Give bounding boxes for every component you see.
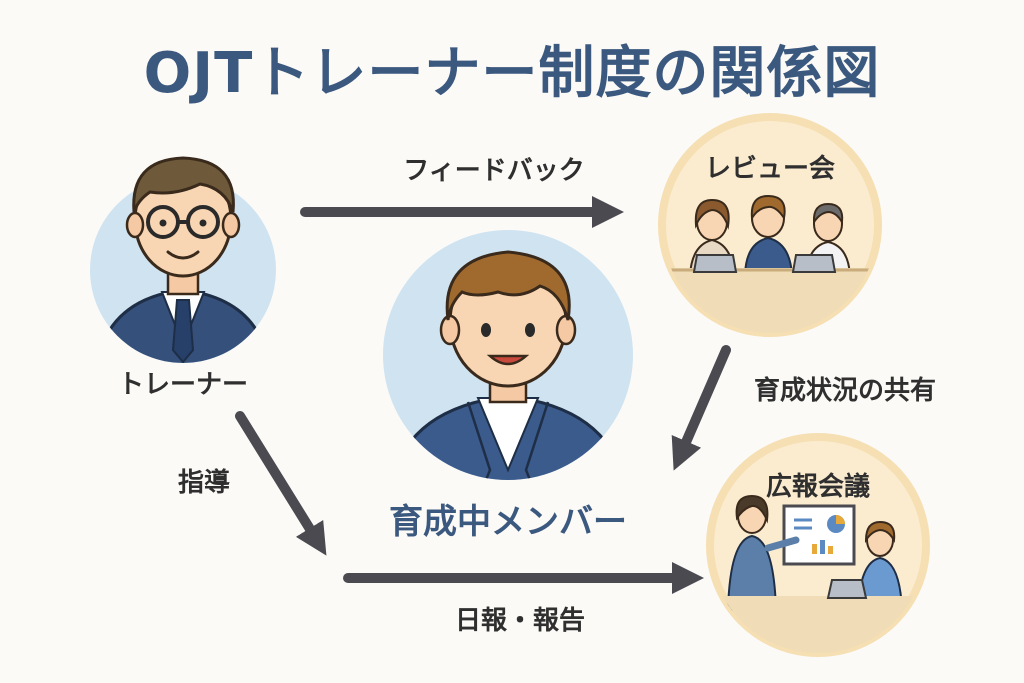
arrow-progress-share [671,345,731,471]
review-meeting-node [658,113,882,337]
page-title: OJTトレーナー制度の関係図 [143,41,881,106]
arrow-guidance [235,411,327,556]
member-label: 育成中メンバー [389,502,627,542]
trainer-label: トレーナー [117,370,248,400]
review-meeting-label: レビュー会 [704,154,835,184]
pr-meeting-label: 広報会議 [765,472,870,502]
progress-share-label: 育成状況の共有 [754,376,937,406]
feedback-label: フィードバック [403,156,585,186]
guidance-label: 指導 [178,468,231,498]
daily-report-label: 日報・報告 [454,606,585,636]
member-node [383,230,633,480]
trainer-node [90,156,276,363]
